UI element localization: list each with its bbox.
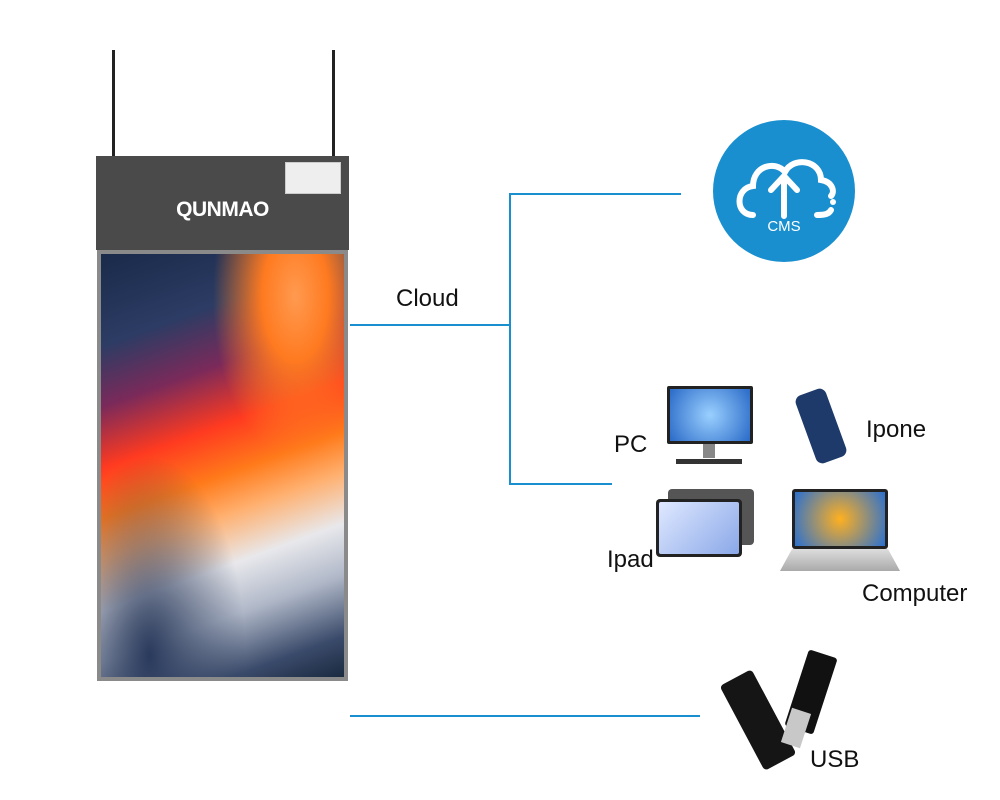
brand-logo: QUNMAO <box>176 198 269 221</box>
ipad-label: Ipad <box>607 546 654 573</box>
ipad-icon <box>656 499 742 557</box>
pc-label: PC <box>614 431 648 458</box>
iphone-icon <box>793 386 849 466</box>
cms-label: CMS <box>767 218 801 235</box>
display-screen <box>97 250 348 681</box>
keyboard-icon <box>676 459 742 464</box>
computer-label: Computer <box>862 580 968 607</box>
pc-stand-icon <box>703 444 715 458</box>
connector-trunk <box>509 193 511 485</box>
connector-cloud <box>350 324 510 326</box>
connector-cms <box>509 193 681 195</box>
iphone-label: Ipone <box>866 416 927 443</box>
hanging-cable-left <box>112 50 115 156</box>
screen-wallpaper <box>101 254 344 677</box>
cloud-label: Cloud <box>396 285 459 312</box>
laptop-icon <box>792 489 888 549</box>
connector-devices <box>509 483 612 485</box>
cms-cloud-icon: CMS <box>713 120 855 262</box>
laptop-base-icon <box>780 549 900 571</box>
connector-usb <box>350 715 700 717</box>
usb-label: USB <box>810 746 860 773</box>
display-header: QUNMAO <box>96 156 349 250</box>
spec-label <box>285 162 341 194</box>
pc-monitor-icon <box>667 386 753 444</box>
hanging-cable-right <box>332 50 335 156</box>
